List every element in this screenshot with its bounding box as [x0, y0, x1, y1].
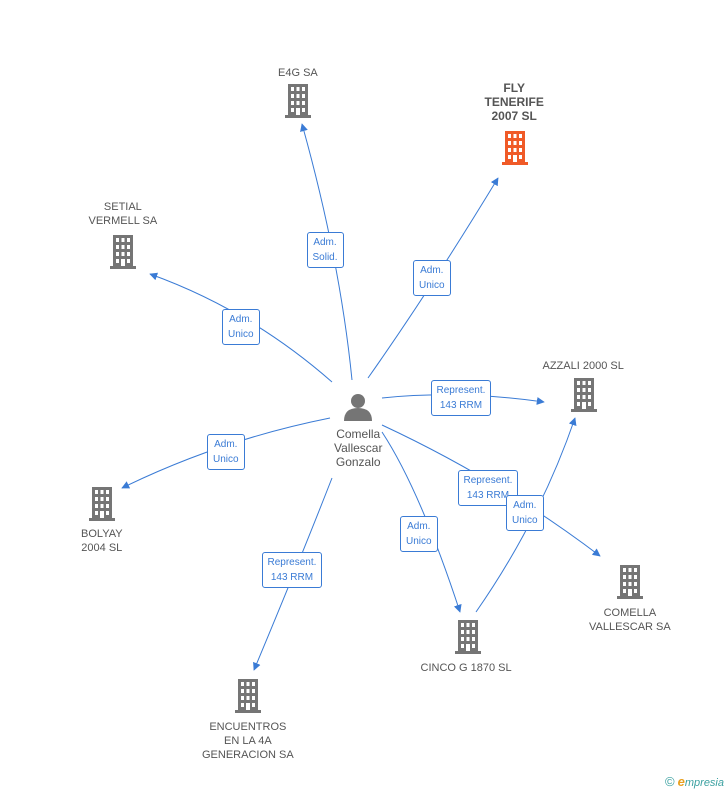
- edge-label-azzali: Adm. Unico: [506, 495, 544, 531]
- company-name-comella[interactable]: COMELLA VALLESCAR SA: [589, 607, 671, 633]
- building-icon-azzali[interactable]: [571, 378, 597, 412]
- edge-label-azzali: Represent. 143 RRM: [430, 380, 492, 416]
- edge-label-fly: Adm. Unico: [413, 260, 451, 296]
- company-name-azzali[interactable]: AZZALI 2000 SL: [542, 360, 624, 372]
- edge-label-setial: Adm. Unico: [222, 309, 260, 345]
- company-name-bolyay[interactable]: BOLYAY 2004 SL: [81, 528, 123, 554]
- edge-label-e4g: Adm. Solid.: [306, 232, 344, 268]
- building-icon-e4g[interactable]: [285, 84, 311, 118]
- edge-label-bolyay: Adm. Unico: [207, 434, 245, 470]
- edge-label-cinco: Adm. Unico: [400, 516, 438, 552]
- edge-center-cinco: [381, 431, 462, 613]
- company-name-fly[interactable]: FLY TENERIFE 2007 SL: [484, 81, 544, 123]
- company-name-encuentros[interactable]: ENCUENTROS EN LA 4A GENERACION SA: [202, 721, 294, 761]
- building-icon-cinco[interactable]: [455, 620, 481, 654]
- building-icon-fly[interactable]: [502, 131, 528, 165]
- building-icon-setial[interactable]: [110, 235, 136, 269]
- person-icon[interactable]: [344, 394, 372, 421]
- building-icon-bolyay[interactable]: [89, 487, 115, 521]
- building-icon-comella[interactable]: [617, 565, 643, 599]
- company-name-setial[interactable]: SETIAL VERMELL SA: [88, 201, 158, 227]
- company-name-cinco[interactable]: CINCO G 1870 SL: [420, 662, 512, 674]
- building-icon-encuentros[interactable]: [235, 679, 261, 713]
- company-name-e4g[interactable]: E4G SA: [278, 67, 318, 79]
- person-name[interactable]: Comella Vallescar Gonzalo: [334, 427, 383, 469]
- edge-label-encuentros: Represent. 143 RRM: [261, 552, 323, 588]
- empresia-logo: ©empresia: [665, 774, 724, 789]
